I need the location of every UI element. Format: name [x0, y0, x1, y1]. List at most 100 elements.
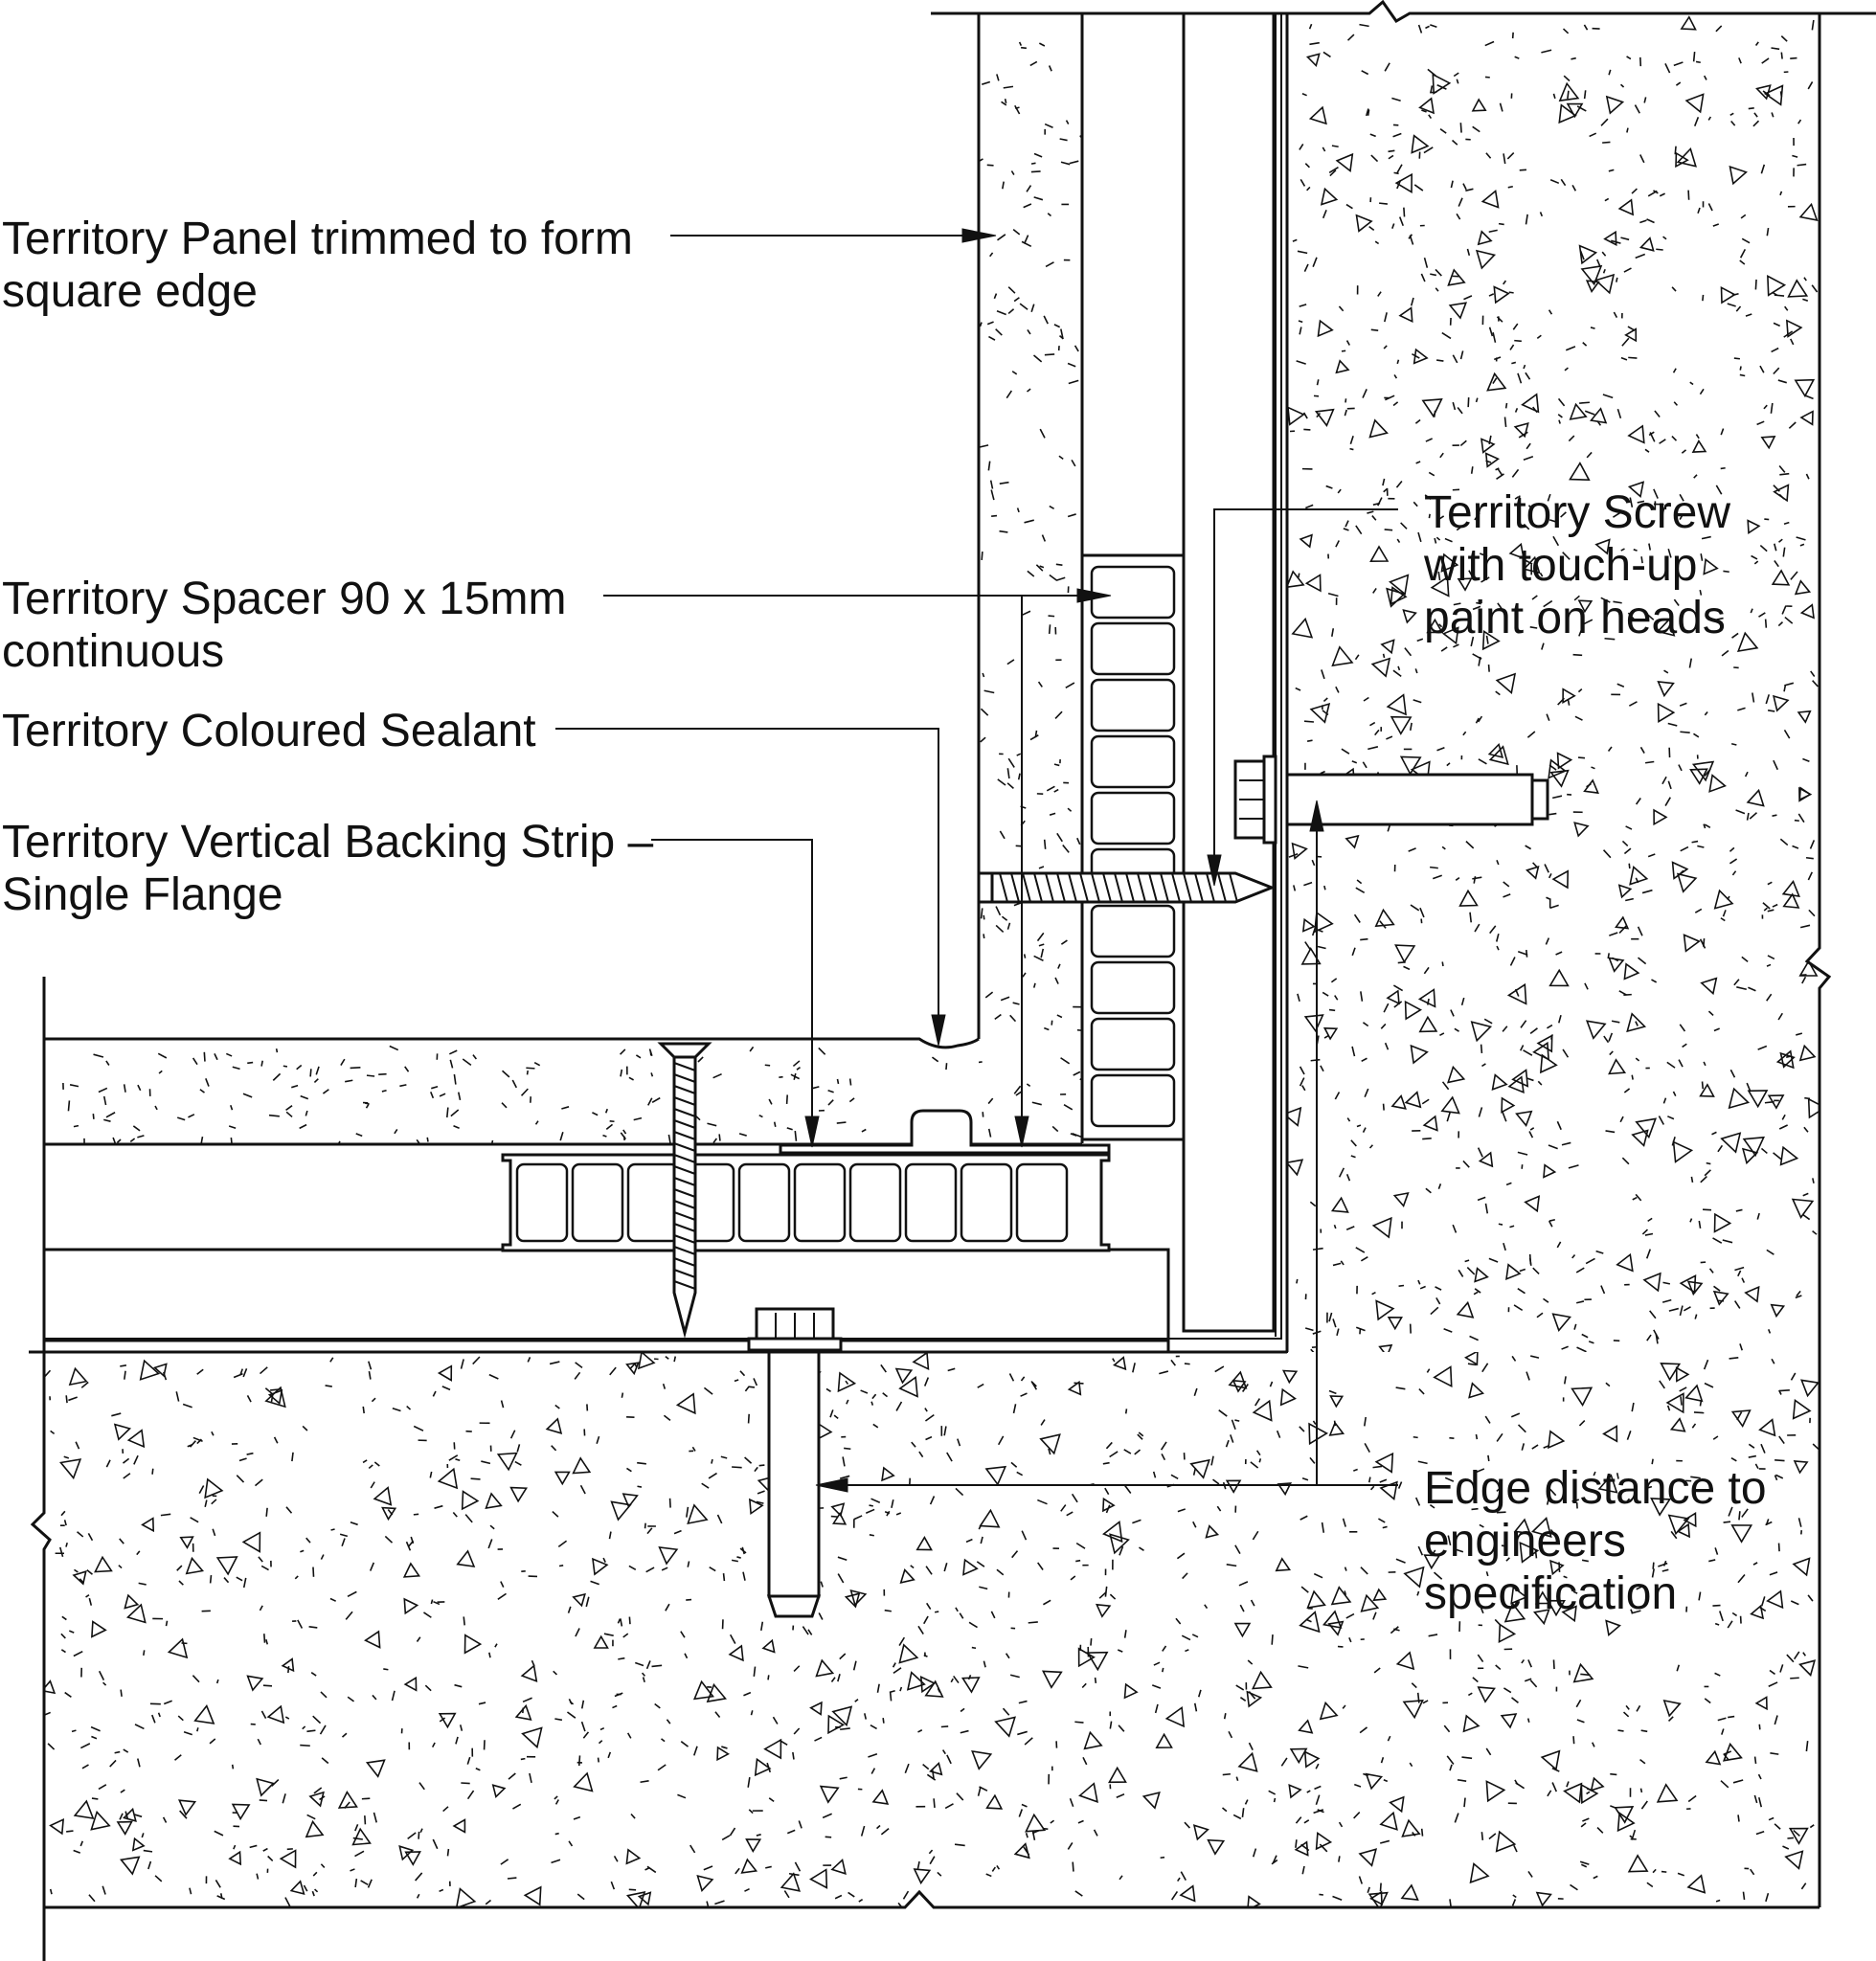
- aggregate-mark: [1633, 549, 1638, 552]
- aggregate-mark: [1784, 305, 1789, 311]
- aggregate-mark: [1212, 1478, 1220, 1485]
- aggregate-mark: [880, 1828, 890, 1836]
- aggregate-mark: [1480, 1044, 1483, 1053]
- aggregate-mark: [452, 1511, 458, 1518]
- aggregate-stone: [1767, 1094, 1785, 1110]
- aggregate-mark: [1787, 1837, 1794, 1839]
- label-edge-line3: specification: [1424, 1568, 1678, 1619]
- aggregate-mark: [968, 1621, 978, 1629]
- aggregate-stone: [452, 1818, 466, 1834]
- aggregate-mark: [1708, 1559, 1716, 1563]
- aggregate-stone: [337, 1791, 358, 1809]
- aggregate-mark: [1561, 1345, 1569, 1350]
- aggregate-mark: [1372, 587, 1377, 594]
- aggregate-stone: [266, 1704, 285, 1724]
- aggregate-mark: [870, 1768, 876, 1774]
- aggregate-mark: [1573, 1323, 1577, 1330]
- aggregate-stone: [1102, 1497, 1116, 1513]
- aggregate-stone: [871, 1789, 890, 1805]
- aggregate-mark: [1302, 412, 1308, 419]
- aggregate-mark: [834, 1894, 843, 1900]
- aggregate-mark: [1668, 1307, 1679, 1312]
- aggregate-stone: [1741, 1147, 1759, 1165]
- aggregate-mark: [1338, 305, 1345, 312]
- aggregate-stone: [622, 1493, 639, 1509]
- aggregate-mark: [1667, 722, 1678, 727]
- aggregate-stone: [1309, 702, 1331, 724]
- aggregate-mark: [1772, 903, 1778, 908]
- aggregate-stone: [1367, 1891, 1389, 1907]
- aggregate-mark: [865, 1508, 875, 1515]
- aggregate-stone: [1345, 834, 1360, 849]
- aggregate-mark: [1585, 1257, 1595, 1265]
- aggregate-mark: [1063, 1103, 1074, 1111]
- aggregate-mark: [1672, 1091, 1677, 1096]
- aggregate-mark: [1117, 1649, 1123, 1653]
- aggregate-stone: [1656, 618, 1676, 637]
- aggregate-mark: [554, 1795, 558, 1800]
- aggregate-mark: [1425, 1187, 1432, 1194]
- aggregate-stone: [1462, 1714, 1480, 1733]
- aggregate-mark: [65, 1395, 68, 1404]
- aggregate-mark: [1047, 213, 1051, 217]
- aggregate-mark: [1537, 1080, 1543, 1086]
- aggregate-mark: [1676, 1664, 1681, 1672]
- aggregate-mark: [1503, 881, 1510, 888]
- aggregate-mark: [1466, 248, 1471, 256]
- aggregate-stone: [1481, 629, 1501, 651]
- aggregate-mark: [1056, 576, 1066, 581]
- aggregate-mark: [773, 1121, 777, 1127]
- aggregate-mark: [980, 736, 986, 743]
- aggregate-mark: [1222, 1772, 1231, 1776]
- aggregate-mark: [362, 1406, 365, 1414]
- aggregate-mark: [1627, 612, 1637, 621]
- aggregate-mark: [1112, 1358, 1116, 1363]
- aggregate-mark: [1082, 1756, 1088, 1766]
- aggregate-mark: [1525, 372, 1531, 380]
- aggregate-stone: [1067, 1380, 1082, 1396]
- aggregate-mark: [893, 1667, 902, 1675]
- aggregate-mark: [322, 1089, 329, 1094]
- aggregate-mark: [1576, 1719, 1585, 1724]
- aggregate-mark: [267, 1855, 274, 1862]
- aggregate-mark: [434, 1504, 443, 1509]
- aggregate-mark: [1306, 186, 1311, 192]
- aggregate-mark: [246, 1395, 252, 1403]
- aggregate-mark: [1621, 337, 1630, 347]
- aggregate-mark: [1492, 331, 1497, 343]
- aggregate-mark: [1511, 468, 1520, 478]
- aggregate-mark: [1138, 1431, 1144, 1437]
- aggregate-mark: [120, 1689, 123, 1697]
- aggregate-mark: [151, 1714, 156, 1724]
- aggregate-stone: [438, 1712, 457, 1729]
- aggregate-mark: [983, 934, 985, 939]
- aggregate-mark: [368, 1370, 372, 1380]
- aggregate-mark: [1562, 1048, 1570, 1058]
- aggregate-mark: [833, 1414, 839, 1420]
- aggregate-stone: [73, 1799, 95, 1820]
- aggregate-stone: [281, 1657, 295, 1673]
- aggregate-stone: [1657, 680, 1675, 698]
- aggregate-mark: [1040, 1419, 1046, 1426]
- aggregate-stone: [1421, 397, 1443, 418]
- aggregate-mark: [1704, 823, 1711, 828]
- aggregate-mark: [1793, 1651, 1800, 1660]
- aggregate-stone: [1686, 1874, 1706, 1894]
- aggregate-mark: [1731, 632, 1739, 639]
- aggregate-mark: [1132, 1363, 1136, 1373]
- aggregate-mark: [923, 1377, 930, 1386]
- aggregate-stone: [1675, 1366, 1690, 1383]
- aggregate-mark: [1269, 1381, 1274, 1387]
- aggregate-mark: [1252, 1848, 1257, 1858]
- aggregate-mark: [1332, 1319, 1337, 1328]
- aggregate-mark: [1055, 563, 1063, 567]
- aggregate-mark: [1611, 1020, 1620, 1024]
- aggregate-stone: [124, 1593, 140, 1610]
- aggregate-mark: [362, 1459, 368, 1464]
- aggregate-mark: [1607, 746, 1613, 752]
- aggregate-mark: [66, 1830, 74, 1833]
- aggregate-mark: [1368, 226, 1375, 232]
- aggregate-stone: [1784, 1850, 1804, 1870]
- aggregate-mark: [1572, 1736, 1575, 1745]
- aggregate-mark: [102, 1885, 106, 1895]
